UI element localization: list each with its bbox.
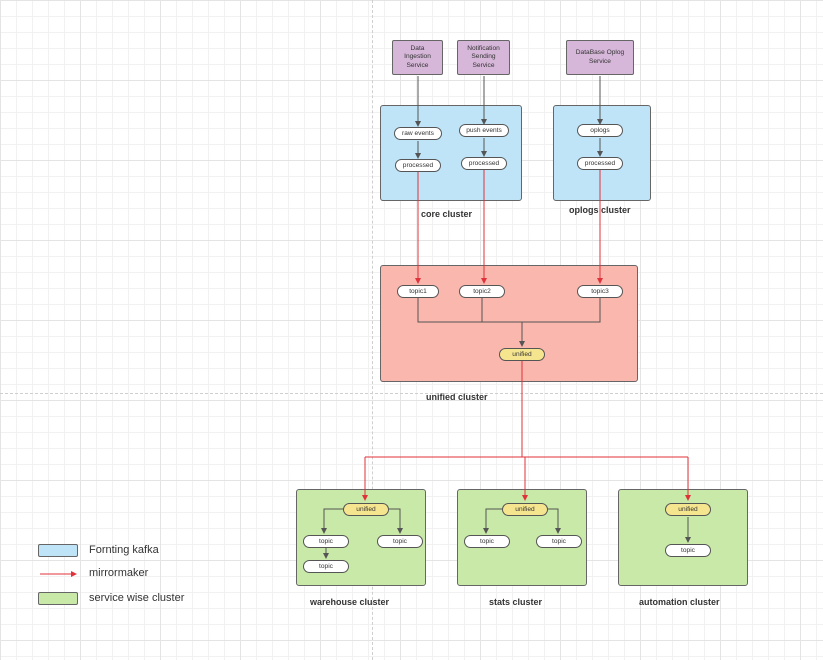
warehouse-cluster-label: warehouse cluster <box>310 597 390 607</box>
page-divider-vertical <box>372 0 373 660</box>
data-ingestion-service: Data Ingestion Service <box>392 40 443 75</box>
warehouse-topic-b: topic <box>377 535 423 548</box>
core-cluster-label: core cluster <box>421 209 473 219</box>
oplogs-cluster-label: oplogs cluster <box>569 205 631 215</box>
unified-topic: unified <box>499 348 545 361</box>
raw-events-topic: raw events <box>394 127 442 140</box>
legend-mirrormaker-label: mirrormaker <box>89 567 149 579</box>
automation-topic: topic <box>665 544 711 557</box>
push-events-topic: push events <box>459 124 509 137</box>
unified-cluster-box <box>380 265 638 382</box>
stats-topic-a: topic <box>464 535 510 548</box>
processed-topic-2: processed <box>461 157 507 170</box>
automation-unified-topic: unified <box>665 503 711 516</box>
warehouse-topic-c: topic <box>303 560 349 573</box>
automation-cluster-label: automation cluster <box>639 597 720 607</box>
stats-cluster-label: stats cluster <box>489 597 543 607</box>
oplogs-topic: oplogs <box>577 124 623 137</box>
legend-fronting-label: Fornting kafka <box>89 544 159 556</box>
stats-unified-topic: unified <box>502 503 548 516</box>
topic3: topic3 <box>577 285 623 298</box>
oplogs-processed-topic: processed <box>577 157 623 170</box>
topic1: topic1 <box>397 285 439 298</box>
legend-service-wise-swatch <box>38 592 78 605</box>
warehouse-unified-topic: unified <box>343 503 389 516</box>
database-oplog-service: DataBase Oplog Service <box>566 40 634 75</box>
notification-sending-service: Notification Sending Service <box>457 40 510 75</box>
stats-topic-b: topic <box>536 535 582 548</box>
legend-service-wise-label: service wise cluster <box>89 592 185 604</box>
core-cluster-box <box>380 105 522 201</box>
legend-fronting-swatch <box>38 544 78 557</box>
processed-topic-1: processed <box>395 159 441 172</box>
topic2: topic2 <box>459 285 505 298</box>
page-divider-horizontal <box>0 393 823 394</box>
warehouse-topic-a: topic <box>303 535 349 548</box>
unified-cluster-label: unified cluster <box>426 392 488 402</box>
